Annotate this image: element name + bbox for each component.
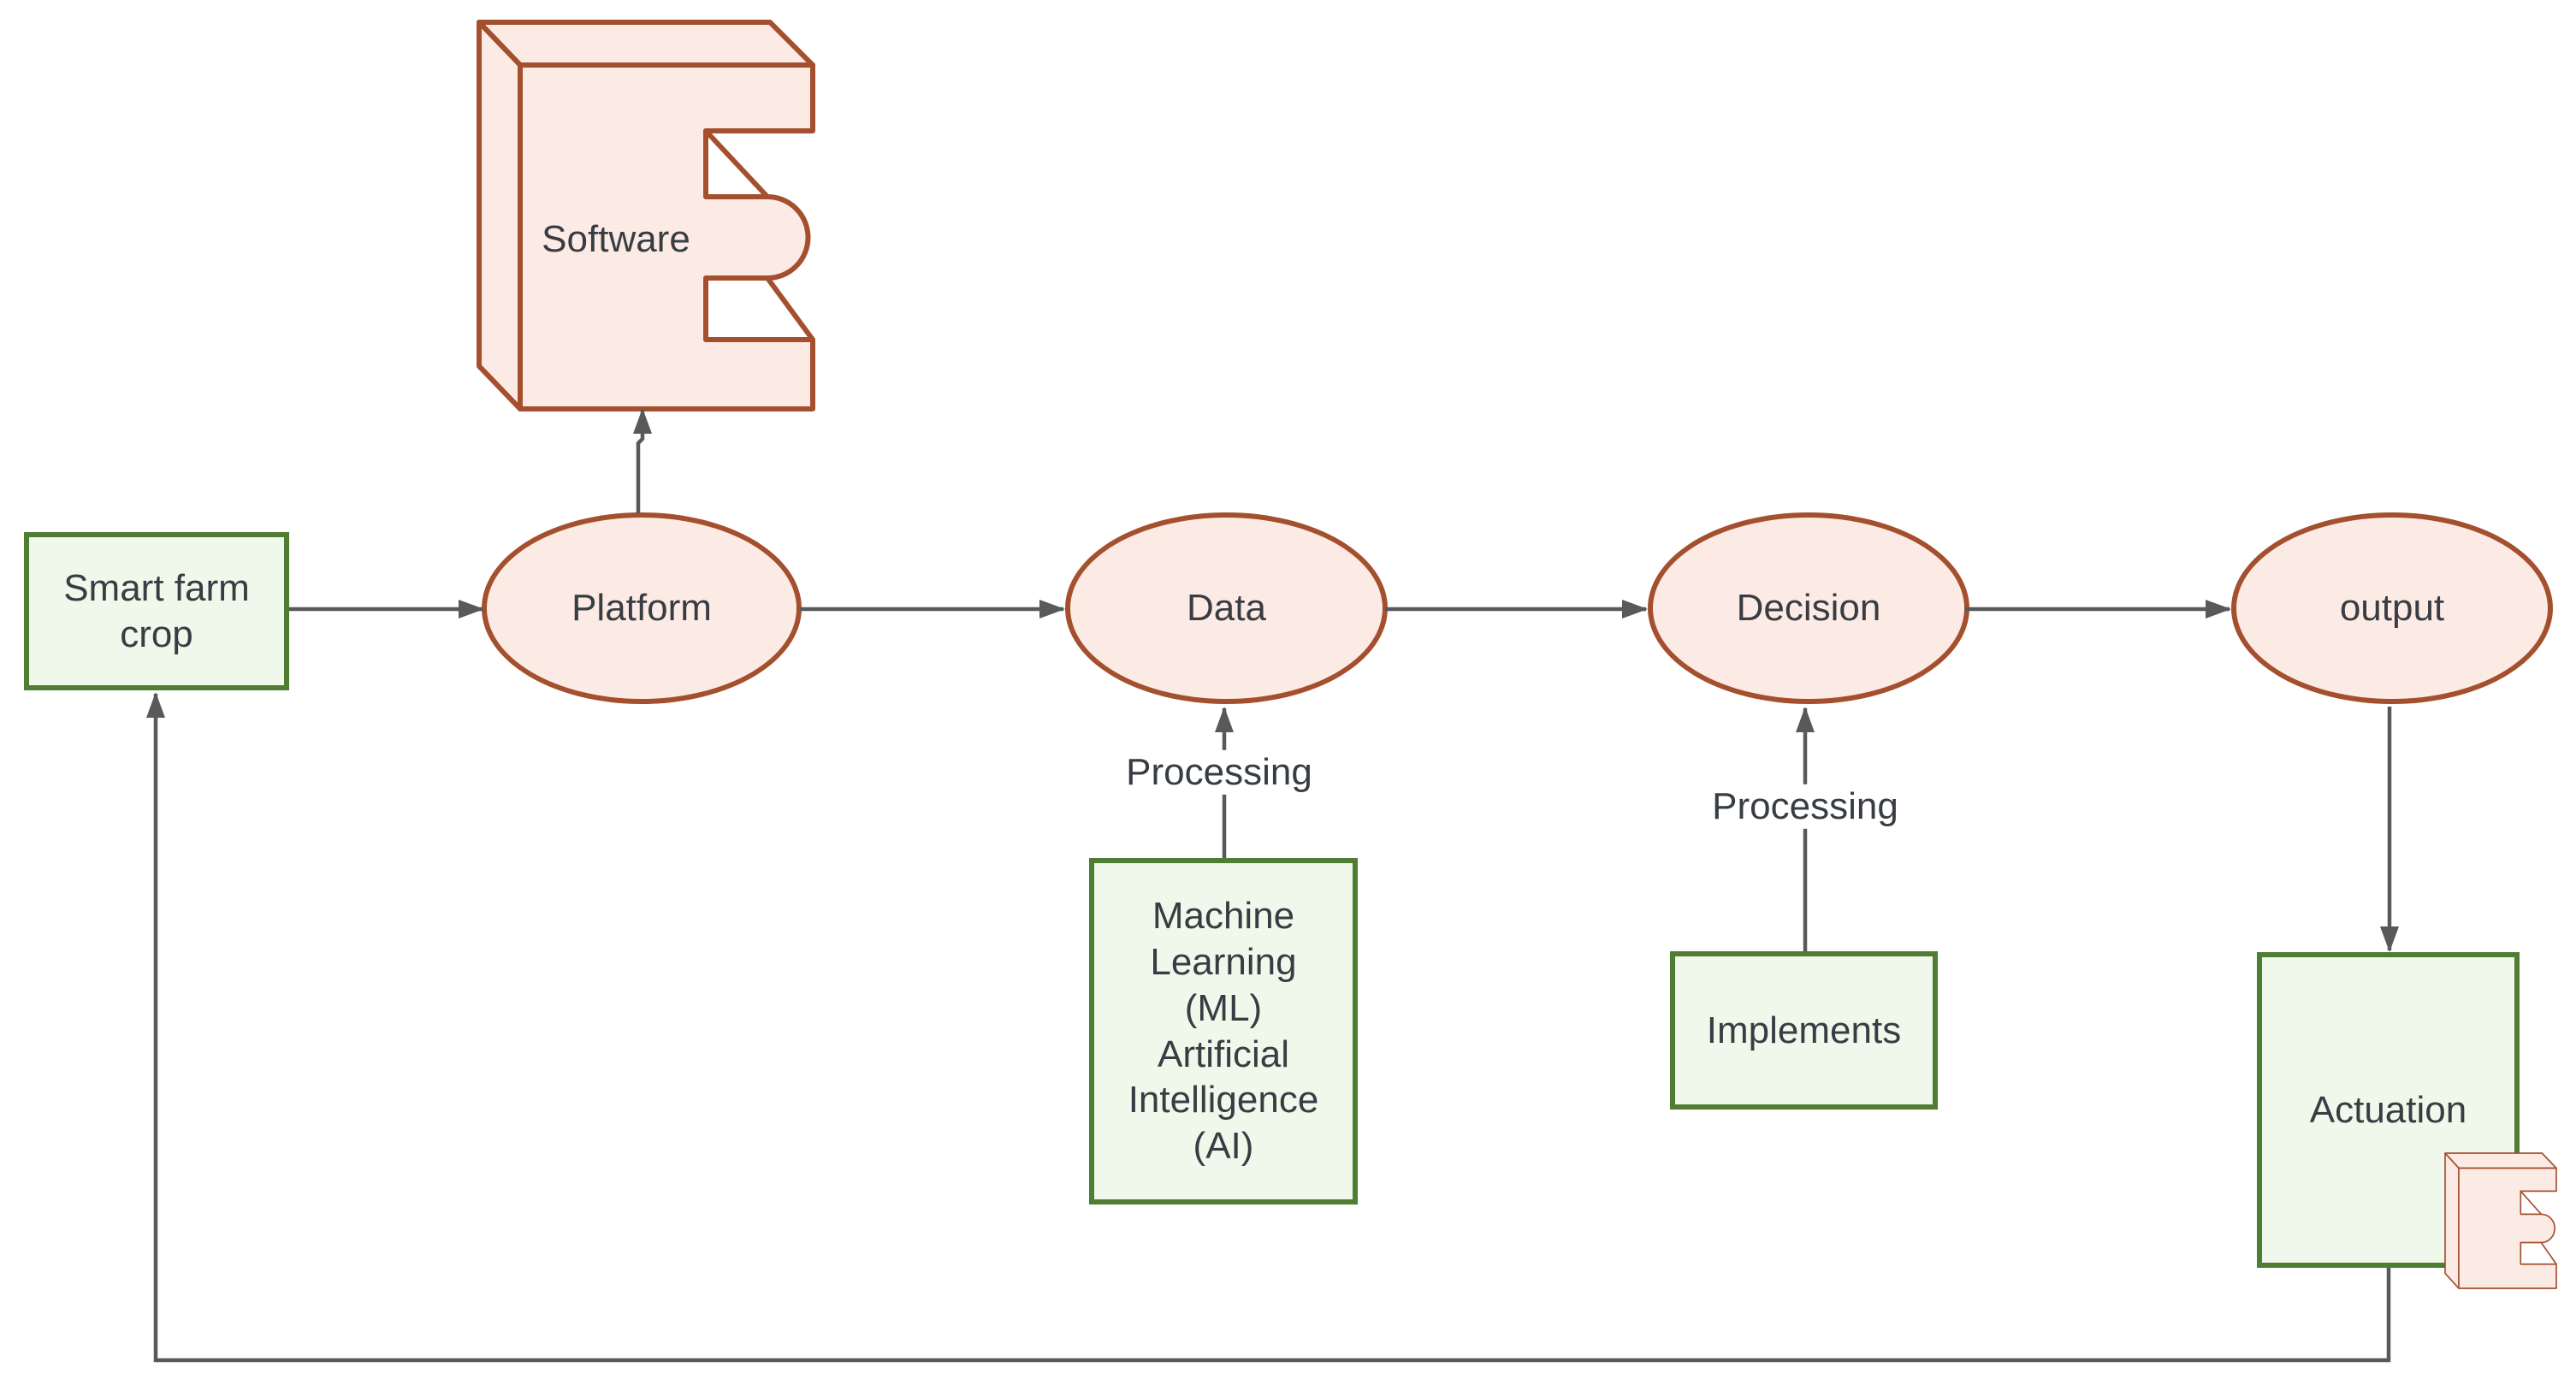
edge-actuation-to-smartfarm-feedback: [146, 692, 2391, 1363]
software-small-front-face: [2458, 1167, 2557, 1289]
edge-platform-to-software: [633, 408, 652, 513]
software-3d-icon-small: [2444, 1152, 2557, 1289]
node-machine-learning: [1089, 858, 1358, 1204]
node-platform: [482, 512, 802, 704]
node-smart-farm-crop: [24, 532, 289, 690]
node-data: [1065, 512, 1388, 704]
node-implements: [1670, 951, 1938, 1110]
software-notch-edge-lower: [765, 275, 815, 342]
software-left-face: [477, 20, 523, 411]
software-small-notch-edge-lower: [2540, 1241, 2557, 1265]
software-small-left-face: [2444, 1152, 2460, 1289]
software-small-top-face: [2444, 1152, 2557, 1169]
software-top-face: [477, 20, 815, 68]
software-small-notch-edge-upper: [2520, 1190, 2543, 1216]
node-output: [2231, 512, 2553, 704]
software-front-face: [518, 62, 815, 411]
software-notch-edge-upper: [703, 128, 770, 199]
software-3d-shape: [477, 20, 815, 411]
